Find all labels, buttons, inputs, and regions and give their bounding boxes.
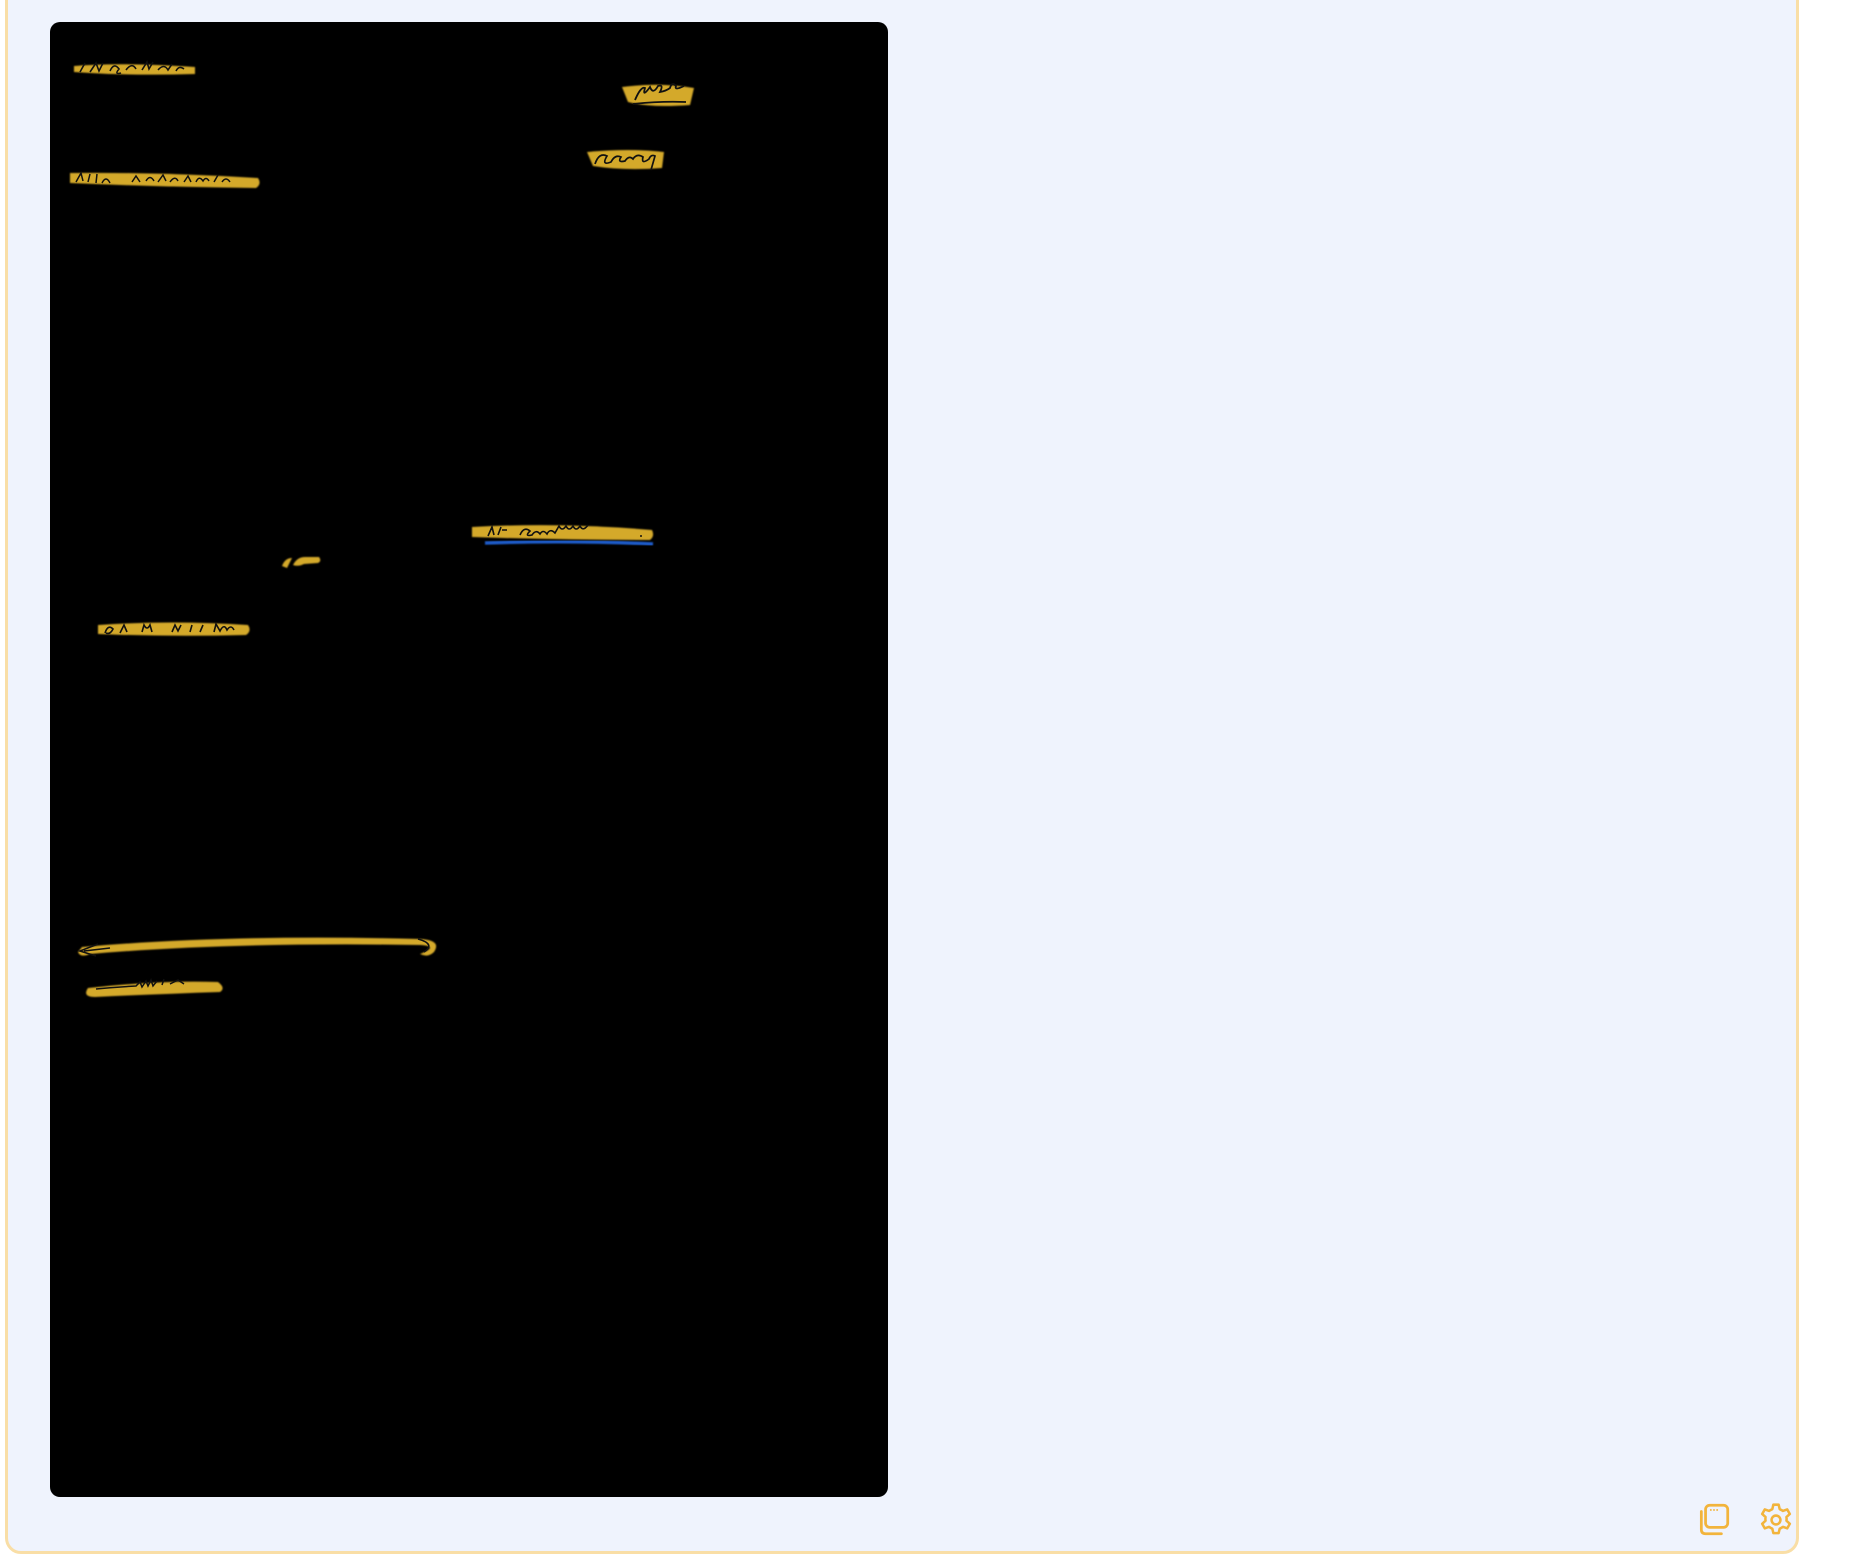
annotation-stroke-2[interactable]: handwritten annotation (illegible) — [50, 22, 694, 106]
svg-text:handwritten annotation (illegi: handwritten annotation (illegible) — [50, 22, 280, 26]
drawing-canvas[interactable]: handwritten annotation (illegible) handw… — [50, 22, 888, 1497]
windows-button[interactable] — [1690, 1496, 1738, 1544]
annotation-stroke-9[interactable]: handwritten annotation (illegible) — [50, 22, 280, 997]
annotation-stroke-1[interactable]: handwritten annotation (illegible) — [50, 22, 280, 75]
annotation-arrow[interactable]: double-headed arrow — [50, 22, 437, 957]
annotation-stroke-5[interactable]: handwritten annotation (illegible), unde… — [50, 22, 654, 546]
annotation-stroke-7[interactable]: handwritten annotation (illegible) — [50, 22, 280, 636]
canvas-strokes: handwritten annotation (illegible) handw… — [50, 22, 694, 997]
annotation-stroke-3[interactable]: handwritten annotation (illegible) — [50, 22, 664, 171]
annotation-stroke-6[interactable]: small mark — [50, 22, 321, 568]
bottom-toolbar — [1690, 1496, 1800, 1544]
svg-text:handwritten annotation (illegi: handwritten annotation (illegible), unde… — [50, 22, 416, 26]
svg-text:small mark: small mark — [50, 22, 128, 26]
svg-text:handwritten annotation (illegi: handwritten annotation (illegible) — [50, 22, 280, 26]
windows-stack-icon — [1699, 1503, 1730, 1536]
svg-text:handwritten annotation (illegi: handwritten annotation (illegible) — [50, 22, 280, 26]
svg-text:handwritten annotation (illegi: handwritten annotation (illegible) — [50, 22, 280, 26]
gear-icon — [1760, 1503, 1792, 1535]
settings-button[interactable] — [1752, 1496, 1800, 1544]
svg-text:double-headed arrow: double-headed arrow — [50, 22, 202, 26]
annotation-stroke-4[interactable]: handwritten annotation (illegible) — [50, 22, 280, 188]
svg-text:handwritten annotation (illegi: handwritten annotation (illegible) — [50, 22, 280, 26]
svg-text:handwritten annotation (illegi: handwritten annotation (illegible) — [50, 22, 280, 26]
